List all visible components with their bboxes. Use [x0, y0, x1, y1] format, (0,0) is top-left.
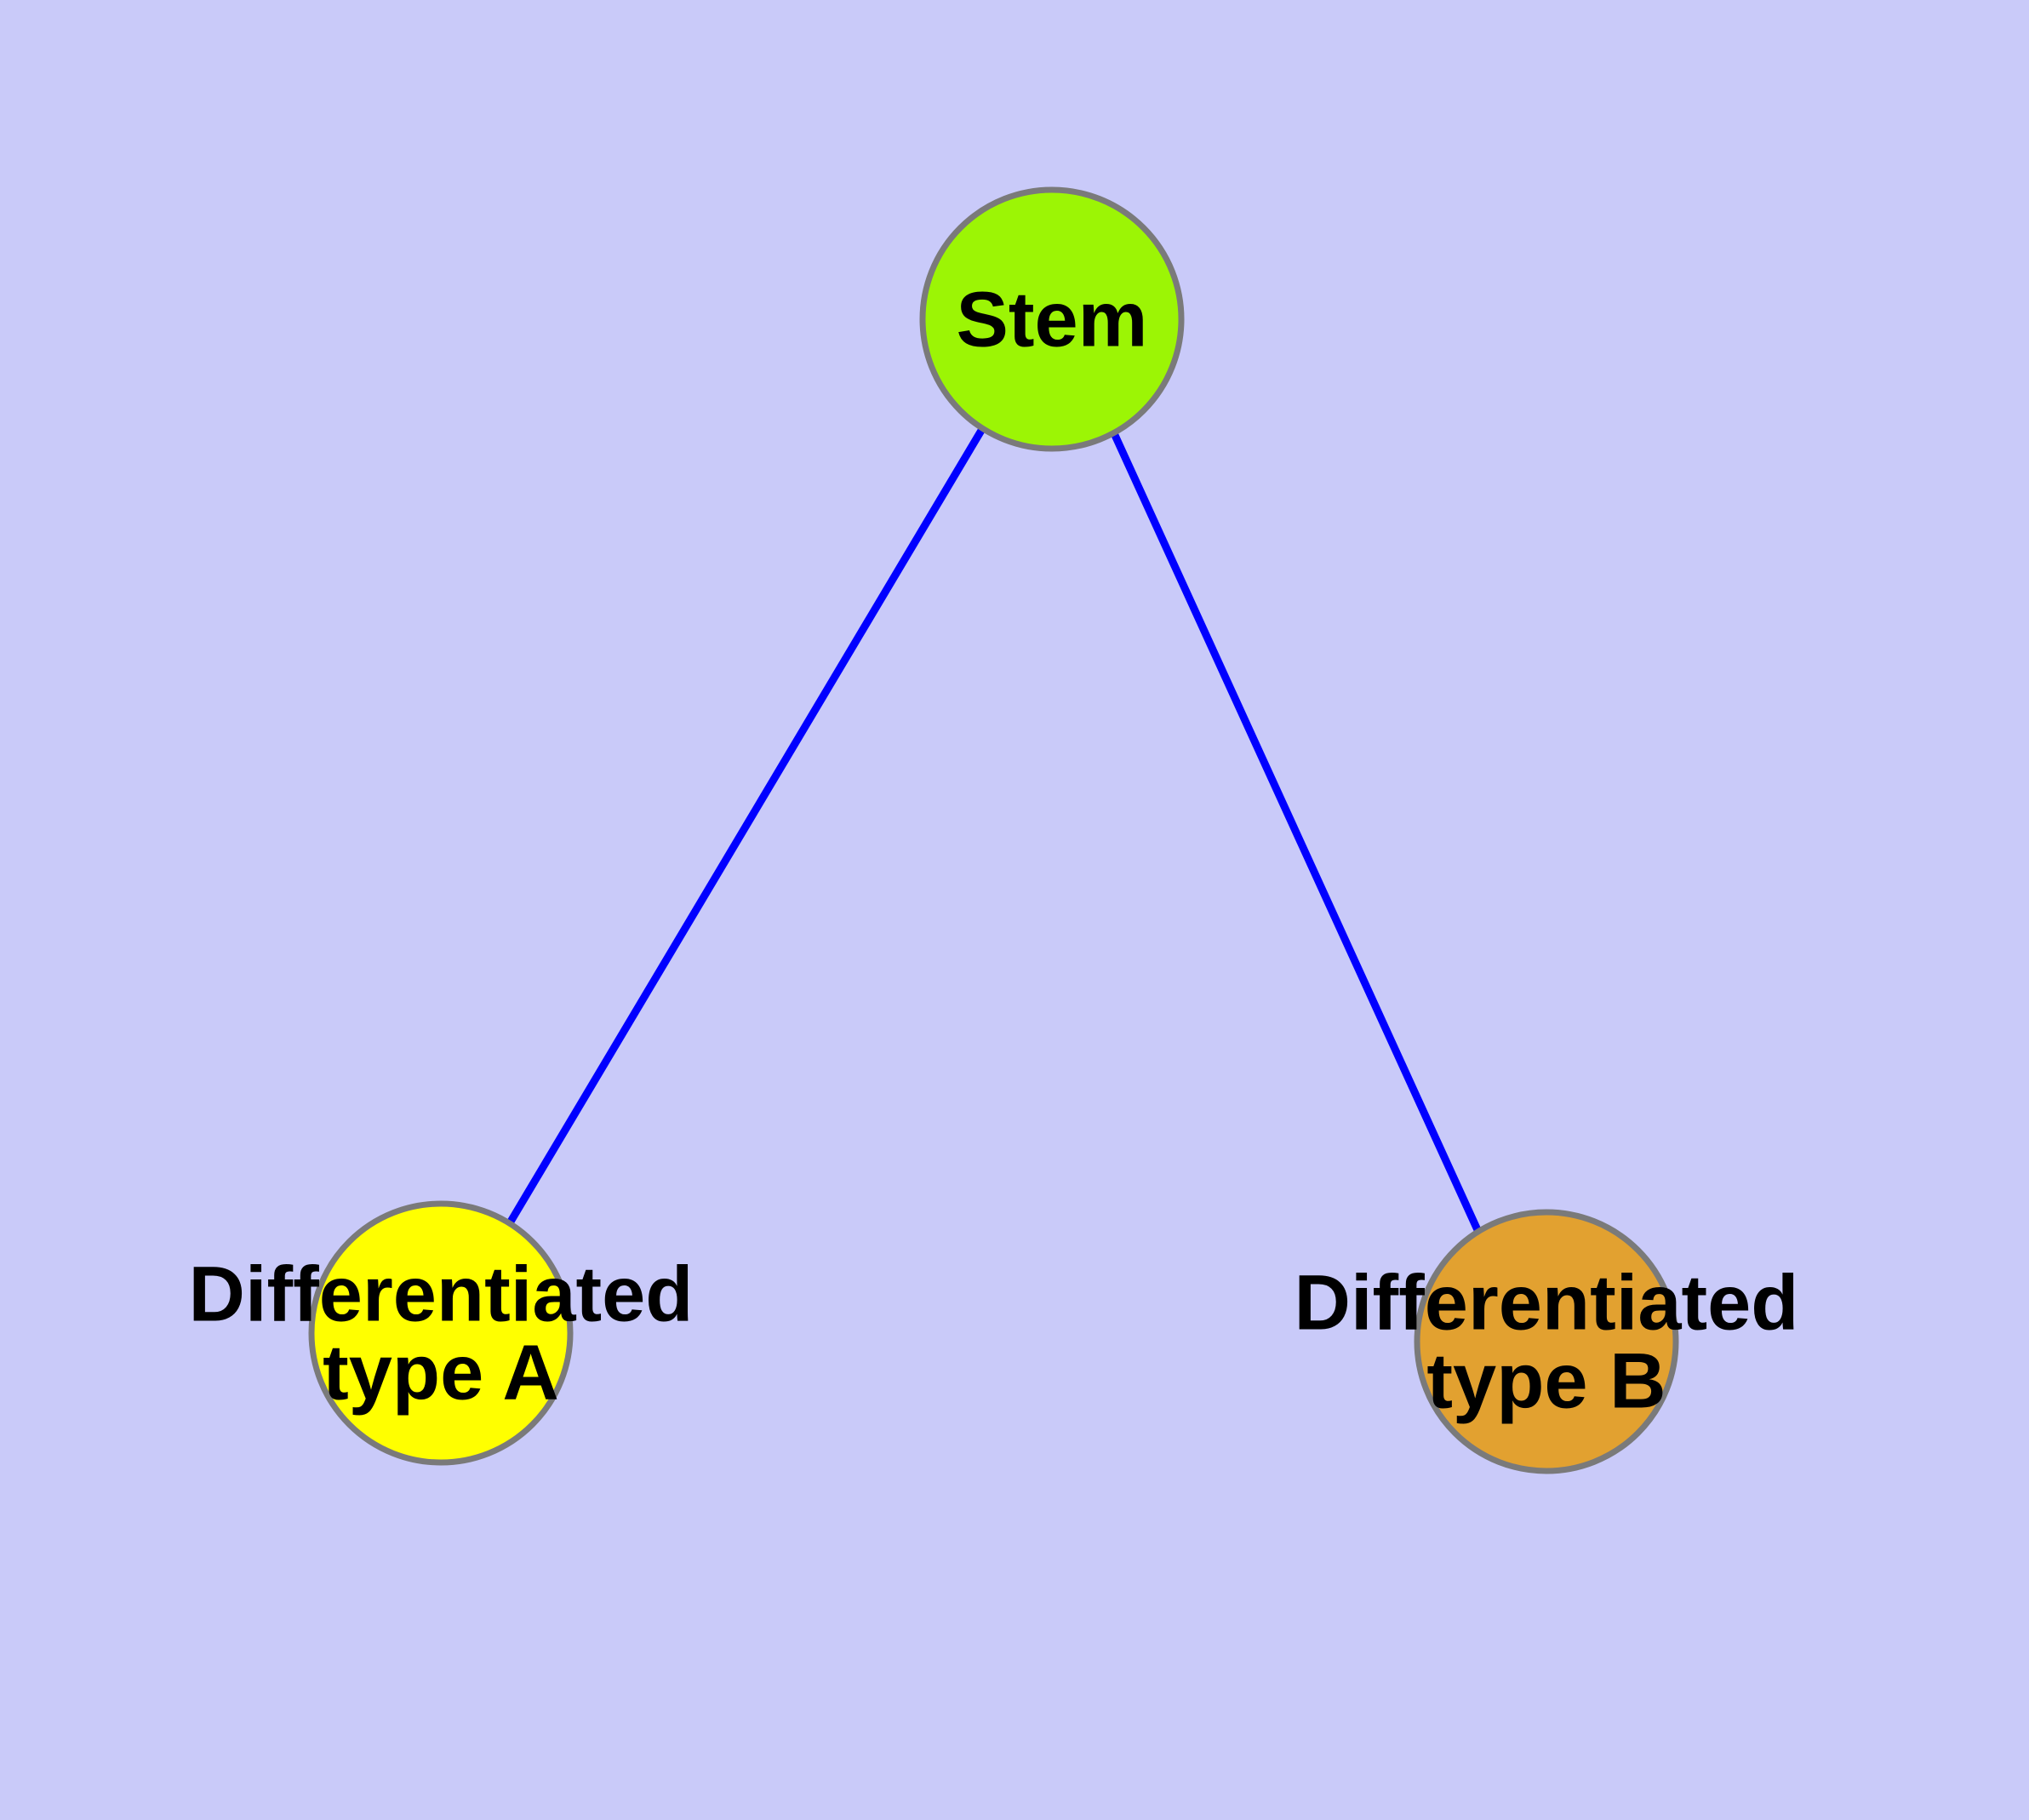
graph-node-diff-a[interactable]: [308, 1200, 574, 1466]
nodes-layer: [308, 186, 1679, 1474]
graph-edge-stem-to-diff-b[interactable]: [1110, 432, 1483, 1233]
label-line: type B: [1426, 1337, 1666, 1424]
edges-layer: [507, 426, 1483, 1233]
label-line: Differentiated: [189, 1251, 694, 1337]
graph-node-diff-b[interactable]: [1414, 1209, 1679, 1474]
graph-node-label-stem: Stem: [957, 276, 1148, 363]
label-line: Stem: [957, 276, 1148, 363]
graph-node-stem[interactable]: [919, 186, 1185, 452]
label-line: Differentiated: [1295, 1259, 1799, 1346]
graph-edge-stem-to-diff-a[interactable]: [507, 426, 986, 1224]
label-line: type A: [323, 1329, 559, 1416]
